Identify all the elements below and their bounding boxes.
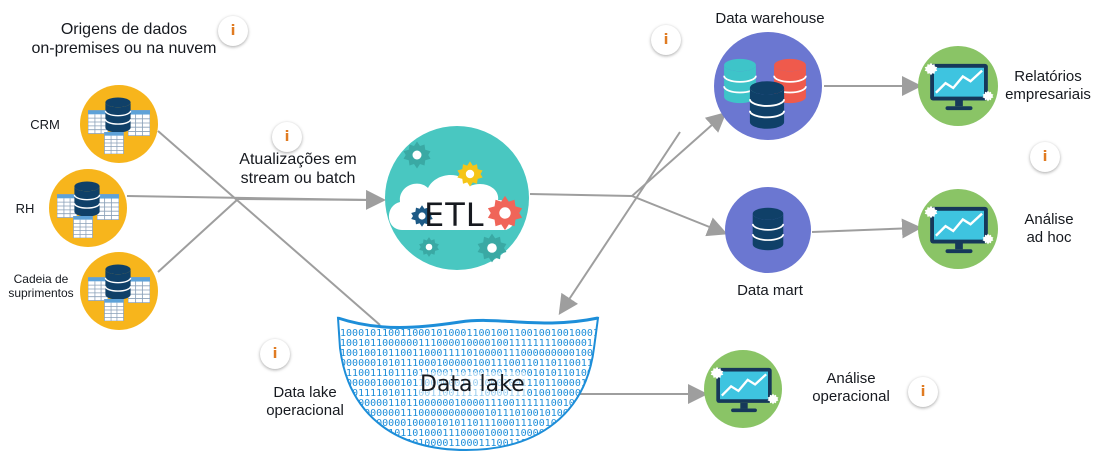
etl-label: ETL — [424, 196, 485, 234]
info-icon-analysis[interactable]: i — [1030, 142, 1060, 172]
flow-arrow-to-datamart — [631, 195, 728, 237]
rh-label: RH — [15, 201, 35, 216]
flow-arrow-to-etl — [237, 189, 386, 210]
lake-binary-row: 1000111111001010000110001110011110111111… — [334, 438, 599, 449]
data-mart-icon — [725, 187, 811, 273]
info-icon-sources[interactable]: i — [218, 16, 248, 46]
lake-binary-row: 1110000001101100000010000111001111110010… — [334, 398, 599, 409]
lake-binary-row: 0010011001011010001110000100011000000111… — [334, 428, 599, 439]
lake-binary-row: 0100100101100110001111010000111000000000… — [334, 348, 599, 359]
flow-line-supply — [157, 198, 239, 273]
lake-binary-row: 0100010110011000101000110010011001001001… — [334, 328, 599, 339]
supply-chain-label: Cadeia de suprimentos — [8, 272, 74, 301]
supply-chain-source-icon — [80, 252, 158, 330]
operational-data-lake-label: Data lake operacional — [266, 384, 344, 419]
adhoc-analysis-icon — [918, 189, 998, 269]
info-icon-warehouse[interactable]: i — [651, 25, 681, 55]
reports-icon — [918, 46, 998, 126]
info-icon-ingest[interactable]: i — [272, 122, 302, 152]
lake-binary-row: 1000000101011100010000010011100110110110… — [334, 358, 599, 369]
flow-arrow-to-adhoc — [811, 218, 922, 239]
info-icon-operational[interactable]: i — [908, 377, 938, 407]
etl-icon — [385, 126, 529, 270]
operational-analysis-icon — [704, 350, 782, 428]
lake-binary-row: 0100101100000011100001000010011111111000… — [334, 338, 599, 349]
sources-title: Origens de dados on-premises ou na nuvem — [31, 21, 217, 58]
reports-label: Relatórios empresariais — [1005, 68, 1091, 103]
lake-binary-row: 1101001000001000010101101110001110010111… — [334, 418, 599, 429]
flow-line-crm — [157, 130, 381, 326]
rh-source-icon — [49, 169, 127, 247]
ingest-label: Atualizações em stream ou batch — [239, 151, 357, 188]
data-warehouse-label: Data warehouse — [715, 10, 825, 27]
info-icon-data-lake[interactable]: i — [260, 339, 290, 369]
crm-source-icon — [80, 85, 158, 163]
operational-analysis-label: Análise operacional — [812, 370, 890, 405]
data-warehouse-icon — [714, 32, 822, 140]
flow-arrow-to-lake — [558, 131, 681, 316]
lake-binary-row: 1011000000011100000000000101110100101001… — [334, 408, 599, 419]
flow-line-etl-out — [529, 193, 633, 197]
data-lake-label: Data lake — [418, 372, 527, 397]
adhoc-analysis-label: Análise ad hoc — [1024, 211, 1074, 246]
crm-label: CRM — [30, 117, 60, 132]
data-mart-label: Data mart — [737, 282, 803, 299]
